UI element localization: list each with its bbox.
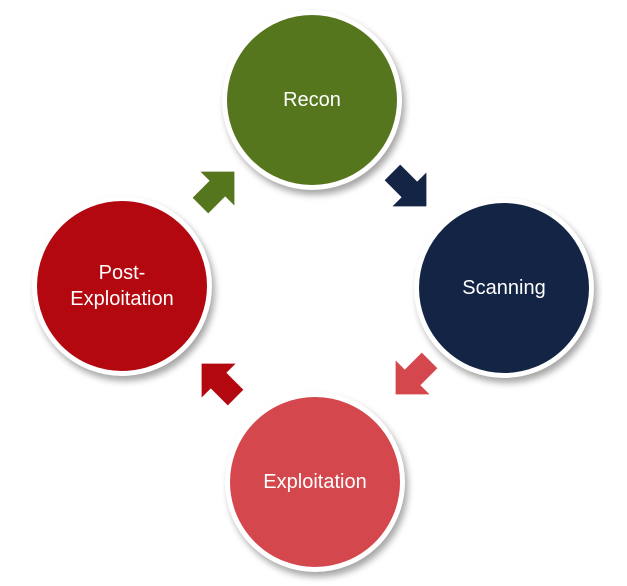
exploitation-label: Exploitation xyxy=(255,469,374,495)
post-exploitation-label-line-2: Exploitation xyxy=(70,288,174,310)
scanning-label: Scanning xyxy=(454,275,553,301)
scanning-label-line-1: Scanning xyxy=(462,277,546,299)
recon-label-line-1: Recon xyxy=(283,89,341,111)
arrow-exploitation-to-post-exploitation-icon xyxy=(201,363,244,406)
arrow-post-exploitation-to-recon-shape xyxy=(192,171,235,214)
scanning-node: Scanning xyxy=(414,198,594,378)
post-exploitation-node: Post- Exploitation xyxy=(32,196,212,376)
arrow-post-exploitation-to-recon-icon xyxy=(192,171,235,214)
exploitation-label-line-1: Exploitation xyxy=(263,471,367,493)
recon-node: Recon xyxy=(222,10,402,190)
exploitation-node: Exploitation xyxy=(225,392,405,572)
arrow-scanning-to-exploitation-shape xyxy=(395,352,438,395)
arrow-exploitation-to-post-exploitation-shape xyxy=(201,363,244,406)
recon-label: Recon xyxy=(275,87,349,113)
arrow-recon-to-scanning-icon xyxy=(384,164,427,207)
post-exploitation-label: Post- Exploitation xyxy=(62,260,181,312)
arrow-scanning-to-exploitation-icon xyxy=(395,352,438,395)
post-exploitation-label-line-1: Post- xyxy=(98,262,146,284)
arrow-recon-to-scanning-shape xyxy=(384,164,427,207)
